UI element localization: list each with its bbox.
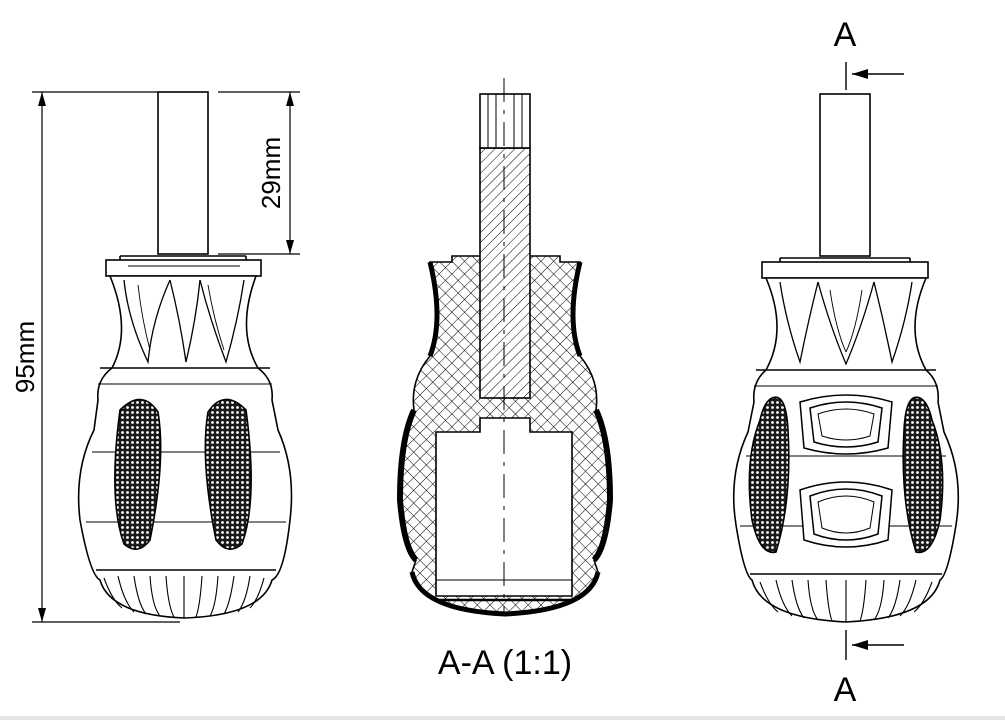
front-grip-pad-left (114, 398, 162, 550)
front-collar (105, 259, 262, 277)
front-body-outline (77, 275, 293, 619)
side-collar (761, 261, 929, 279)
side-view (732, 93, 960, 623)
side-button-upper (799, 394, 893, 455)
side-button-lower (799, 481, 893, 548)
side-grip-pad-right (902, 396, 944, 554)
side-shaft (819, 93, 871, 257)
section-markers (845, 62, 904, 660)
front-grip-pad-right (204, 398, 252, 550)
side-grip-pad-left (748, 396, 790, 554)
overall-length-label: 95mm (10, 321, 40, 393)
front-view (77, 91, 293, 619)
front-shaft (157, 91, 209, 255)
front-bottom-ribs (103, 575, 265, 618)
section-shaft (479, 147, 531, 399)
side-bottom-ribs (759, 579, 933, 622)
dimension-lines (32, 91, 300, 623)
section-view (396, 78, 614, 617)
shaft-length-label: 29mm (256, 137, 286, 209)
section-marker-bottom: A (834, 671, 857, 709)
section-marker-top: A (834, 16, 857, 54)
bottom-border (0, 716, 1005, 720)
section-caption: A-A (1:1) (438, 644, 572, 682)
